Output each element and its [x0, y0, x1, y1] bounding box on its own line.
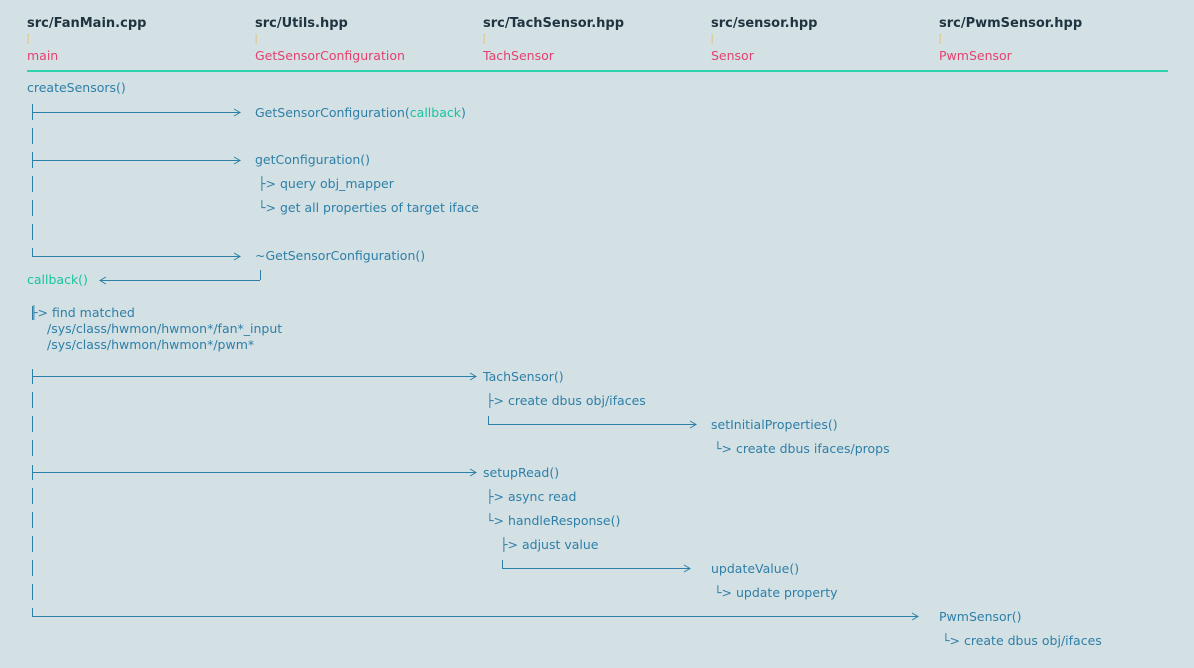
pwm-path: /sys/class/hwmon/hwmon*/pwm*	[47, 337, 255, 352]
create-dbus-obj-ifaces-label: ├> create dbus obj/ifaces	[486, 393, 646, 408]
pwm-create-dbus-label: └> create dbus obj/ifaces	[942, 633, 1102, 648]
column-class-main: main	[27, 48, 59, 63]
get-configuration-label: getConfiguration()	[255, 152, 371, 167]
setup-read-label: setupRead()	[483, 465, 560, 480]
create-sensors-label: createSensors()	[27, 80, 126, 95]
column-class-tachsensor: TachSensor	[483, 48, 554, 63]
header-marker: ⸽	[711, 35, 714, 45]
query-obj-mapper-label: ├> query obj_mapper	[258, 176, 394, 191]
find-matched-label: ├> find matched	[30, 305, 135, 320]
update-value-label: updateValue()	[711, 561, 800, 576]
column-file-tachsensor: src/TachSensor.hpp	[483, 16, 624, 31]
get-all-properties-label: └> get all properties of target iface	[258, 200, 479, 215]
header-marker: ⸽	[483, 35, 486, 45]
header-marker: ⸽	[27, 35, 30, 45]
column-file-pwmsensor: src/PwmSensor.hpp	[939, 16, 1083, 31]
create-dbus-ifaces-props-label: └> create dbus ifaces/props	[714, 441, 890, 456]
header-divider	[27, 70, 1168, 72]
adjust-value-label: ├> adjust value	[500, 537, 599, 552]
column-file-utils: src/Utils.hpp	[255, 16, 348, 31]
column-class-pwmsensor: PwmSensor	[939, 48, 1012, 63]
get-sensor-configuration-call: GetSensorConfiguration(callback)	[255, 105, 466, 121]
handle-response-label: └> handleResponse()	[486, 513, 621, 528]
callback-label: callback()	[27, 272, 88, 287]
async-read-label: ├> async read	[486, 489, 577, 504]
tach-sensor-label: TachSensor()	[483, 369, 564, 384]
header-marker: ⸽	[255, 35, 258, 45]
destructor-label: ~GetSensorConfiguration()	[255, 248, 426, 263]
column-class-getsensorconfiguration: GetSensorConfiguration	[255, 48, 405, 63]
fan-input-path: /sys/class/hwmon/hwmon*/fan*_input	[47, 321, 283, 336]
close-paren: )	[460, 105, 466, 120]
update-property-label: └> update property	[714, 585, 838, 600]
column-file-fanmain: src/FanMain.cpp	[27, 16, 147, 31]
method-name: GetSensorConfiguration(	[255, 105, 410, 120]
callback-argument: callback	[409, 105, 461, 120]
pwm-sensor-label: PwmSensor()	[939, 609, 1022, 624]
header-marker: ⸽	[939, 35, 942, 45]
column-class-sensor: Sensor	[711, 48, 754, 63]
column-file-sensor: src/sensor.hpp	[711, 16, 818, 31]
set-initial-properties-label: setInitialProperties()	[711, 417, 838, 432]
